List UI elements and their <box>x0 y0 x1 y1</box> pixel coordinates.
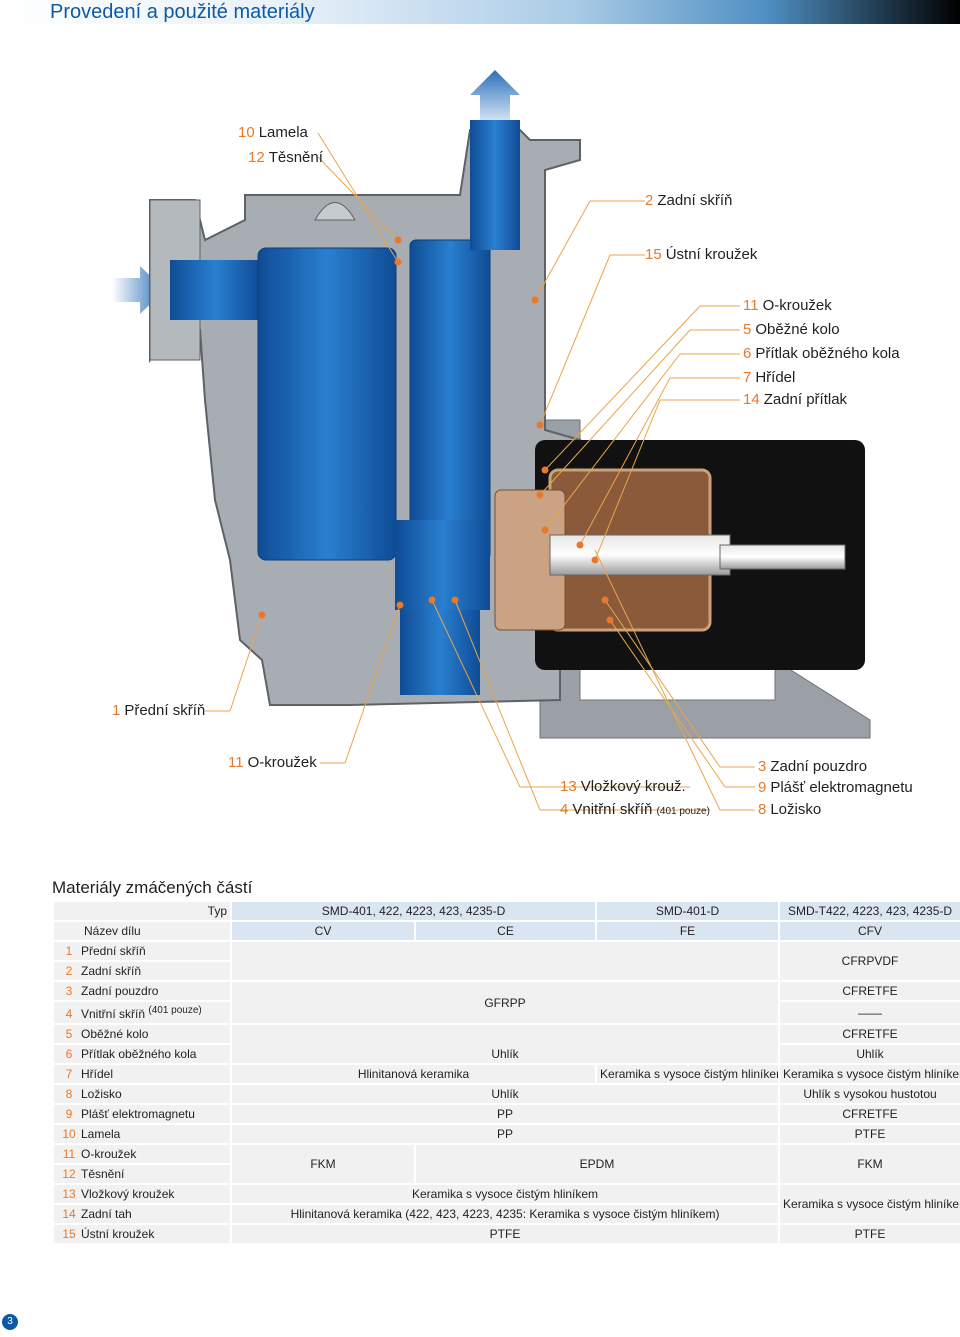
outlet-pipe <box>470 120 520 250</box>
part-name-label: Název dílu <box>52 920 232 942</box>
cell: CFRETFE <box>778 980 960 1002</box>
cell: PTFE <box>778 1223 960 1245</box>
outlet-arrow-icon <box>470 70 520 120</box>
cell: CFRETFE <box>778 1023 960 1045</box>
cell: PTFE <box>229 1223 781 1245</box>
type-header: CV <box>230 920 416 942</box>
vent-cap <box>314 202 356 221</box>
model-header: SMD-T422, 4223, 423, 4235-D <box>778 900 960 922</box>
model-header: SMD-401-D <box>595 900 781 922</box>
type-header: CE <box>413 920 598 942</box>
lower-chamber <box>400 600 480 695</box>
page-title: Provedení a použité materiály <box>50 1 315 23</box>
pump-cross-section-drawing <box>112 70 871 811</box>
type-header: CFV <box>778 920 960 942</box>
cell: Hlinitanová keramika <box>229 1063 598 1085</box>
cell: Keramika s vysoce čistým hliníkem <box>229 1183 781 1205</box>
cell: Keramika s vysoce čistým hliníkem <box>778 1183 960 1225</box>
cell: EPDM <box>413 1143 781 1185</box>
cell: Uhlík <box>778 1043 960 1065</box>
cell: PP <box>229 1103 781 1125</box>
cell: Uhlík <box>229 1083 781 1105</box>
inlet-pipe <box>170 260 260 320</box>
cell: PTFE <box>778 1123 960 1145</box>
cell: PP <box>229 1123 781 1145</box>
cell: Keramika s vysoce čistým hliníkem <box>778 1063 960 1085</box>
table-title: Materiály zmáčených částí <box>52 878 253 897</box>
eye-channel <box>395 520 490 610</box>
cell: Uhlík <box>229 1023 781 1065</box>
cell: Keramika s vysoce čistým hliníkem <box>595 1063 781 1085</box>
cell: CFRETFE <box>778 1103 960 1125</box>
front-chamber <box>257 247 397 561</box>
shaft <box>549 534 731 576</box>
motor-shaft <box>719 544 846 570</box>
cell: Hlinitanová keramika (422, 423, 4223, 42… <box>229 1203 781 1225</box>
cell: —— <box>778 1000 960 1025</box>
model-header: SMD-401, 422, 4223, 423, 4235-D <box>229 900 598 922</box>
cell: Uhlík s vysokou hustotou <box>778 1083 960 1105</box>
page-number-badge: 3 <box>2 1314 18 1330</box>
table-row: Typ SMD-401, 422, 4223, 423, 4235-D SMD-… <box>52 900 960 922</box>
cell: FKM <box>230 1143 416 1185</box>
cell-empty <box>229 940 781 982</box>
materials-table: Typ SMD-401, 422, 4223, 423, 4235-D SMD-… <box>52 900 960 1245</box>
cell: CFRPVDF <box>778 940 960 982</box>
title-bar <box>0 0 960 24</box>
cell: GFRPP <box>229 980 781 1025</box>
table-row: Název dílu CV CE FE CFV <box>52 920 960 942</box>
cell: FKM <box>778 1143 960 1185</box>
type-header: FE <box>595 920 781 942</box>
rear-chamber <box>409 239 491 561</box>
typ-label: Typ <box>52 900 232 922</box>
